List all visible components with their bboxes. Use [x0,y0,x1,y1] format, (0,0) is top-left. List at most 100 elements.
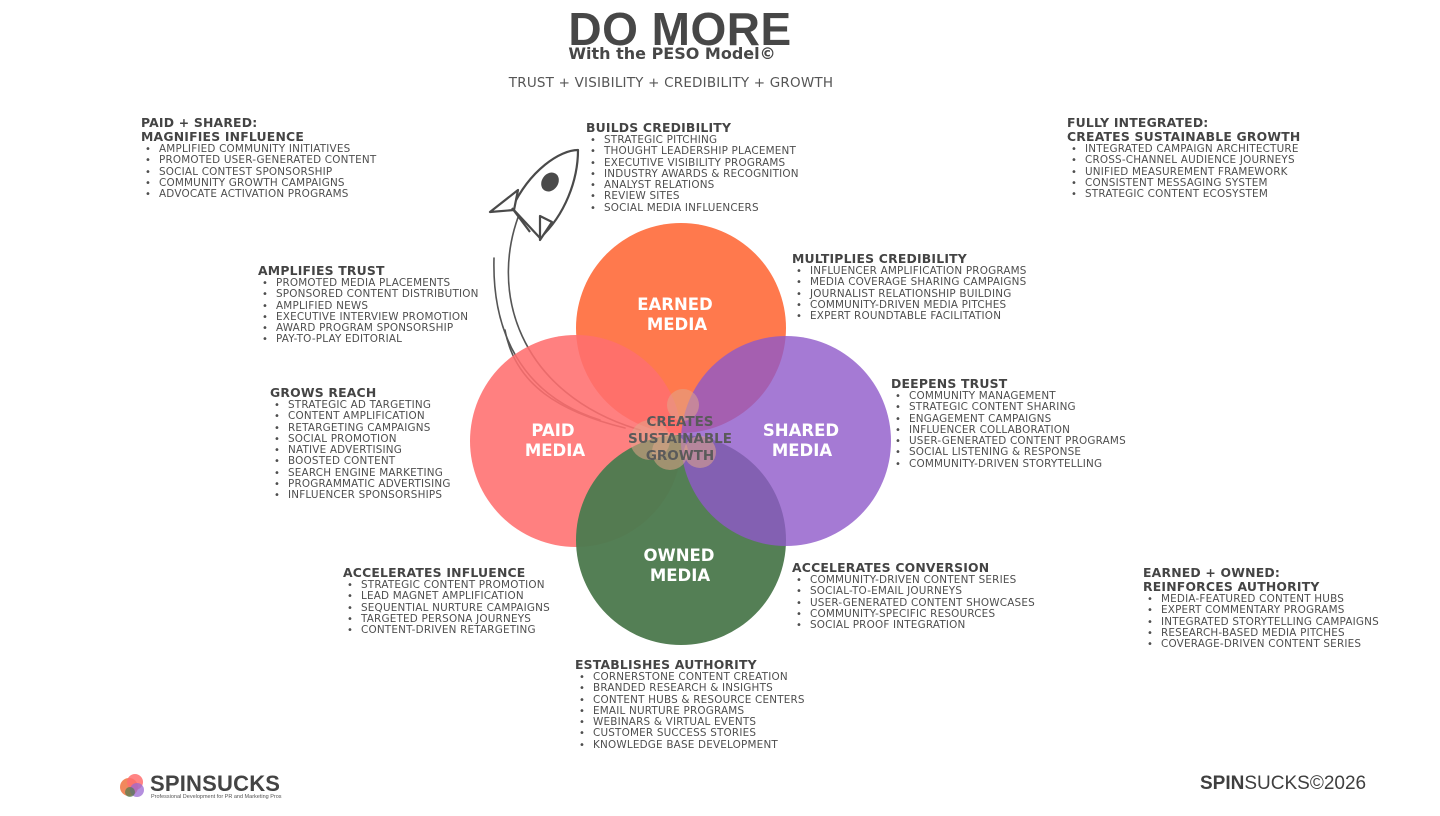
block-title: CREATES SUSTAINABLE GROWTH [1067,129,1301,144]
list-item: STRATEGIC CONTENT PROMOTION [347,579,550,591]
list-item: COMMUNITY MANAGEMENT [895,390,1126,402]
list-item: ENGAGEMENT CAMPAIGNS [895,413,1126,425]
owned-label-2: MEDIA [650,566,711,585]
list-item: TARGETED PERSONA JOURNEYS [347,613,550,625]
list-item: STRATEGIC CONTENT SHARING [895,401,1126,413]
rocket-icon [488,148,580,242]
block-list: COMMUNITY MANAGEMENTSTRATEGIC CONTENT SH… [891,390,1126,470]
block-title: GROWS REACH [270,385,377,400]
list-item: CONTENT AMPLIFICATION [274,410,451,422]
list-item: AWARD PROGRAM SPONSORSHIP [262,322,479,334]
block-title: BUILDS CREDIBILITY [586,120,732,135]
list-item: REVIEW SITES [590,191,799,203]
multiplies-credibility-block: MULTIPLIES CREDIBILITY INFLUENCER AMPLIF… [792,251,1027,323]
list-item: INFLUENCER SPONSORSHIPS [274,490,451,502]
list-item: CUSTOMER SUCCESS STORIES [579,728,805,740]
owned-label-1: OWNED [643,546,714,565]
block-title: ACCELERATES INFLUENCE [343,565,526,580]
accelerates-influence-block: ACCELERATES INFLUENCE STRATEGIC CONTENT … [343,565,550,637]
list-item: BOOSTED CONTENT [274,456,451,468]
builds-credibility-block: BUILDS CREDIBILITY STRATEGIC PITCHINGTHO… [586,120,799,215]
list-item: SOCIAL PROMOTION [274,433,451,445]
list-item: INTEGRATED CAMPAIGN ARCHITECTURE [1071,143,1301,155]
list-item: EXPERT ROUNDTABLE FACILITATION [796,310,1027,322]
list-item: SPONSORED CONTENT DISTRIBUTION [262,288,479,300]
list-item: NATIVE ADVERTISING [274,444,451,456]
block-title: ACCELERATES CONVERSION [792,560,990,575]
list-item: STRATEGIC PITCHING [590,134,799,146]
list-item: EXECUTIVE INTERVIEW PROMOTION [262,311,479,323]
list-item: STRATEGIC CONTENT ECOSYSTEM [1071,188,1301,200]
list-item: STRATEGIC AD TARGETING [274,399,451,411]
list-item: PROGRAMMATIC ADVERTISING [274,478,451,490]
list-item: COMMUNITY-DRIVEN MEDIA PITCHES [796,299,1027,311]
earned-label-1: EARNED [637,295,713,314]
logo-tagline: Professional Development for PR and Mark… [151,794,282,800]
list-item: AMPLIFIED NEWS [262,300,479,312]
list-item: USER-GENERATED CONTENT SHOWCASES [796,597,1035,609]
list-item: CONTENT-DRIVEN RETARGETING [347,624,550,636]
list-item: WEBINARS & VIRTUAL EVENTS [579,716,805,728]
list-item: LEAD MAGNET AMPLIFICATION [347,590,550,602]
list-item: KNOWLEDGE BASE DEVELOPMENT [579,739,805,751]
shared-media-circle [681,336,891,546]
copyright-notice: SPINSUCKS©2026 [1200,773,1366,795]
list-item: CORNERSTONE CONTENT CREATION [579,671,805,683]
logo-mark-icon [120,774,144,797]
list-item: SEQUENTIAL NURTURE CAMPAIGNS [347,602,550,614]
list-item: AMPLIFIED COMMUNITY INITIATIVES [145,143,376,155]
accelerates-conversion-block: ACCELERATES CONVERSION COMMUNITY-DRIVEN … [792,560,1035,632]
list-item: SOCIAL LISTENING & RESPONSE [895,447,1126,459]
list-item: EMAIL NURTURE PROGRAMS [579,705,805,717]
list-item: EXPERT COMMENTARY PROGRAMS [1147,604,1379,616]
block-list: STRATEGIC CONTENT PROMOTIONLEAD MAGNET A… [343,579,550,637]
block-title: ESTABLISHES AUTHORITY [575,657,757,672]
list-item: INFLUENCER AMPLIFICATION PROGRAMS [796,265,1027,277]
list-item: COMMUNITY-SPECIFIC RESOURCES [796,608,1035,620]
list-item: PROMOTED USER-GENERATED CONTENT [145,154,376,166]
center-label-3: GROWTH [646,448,714,464]
list-item: INDUSTRY AWARDS & RECOGNITION [590,168,799,180]
block-title: DEEPENS TRUST [891,376,1008,391]
list-item: COMMUNITY-DRIVEN CONTENT SERIES [796,574,1035,586]
list-item: JOURNALIST RELATIONSHIP BUILDING [796,288,1027,300]
paid-shared-block: PAID + SHARED: MAGNIFIES INFLUENCE AMPLI… [141,115,376,201]
list-item: ADVOCATE ACTIVATION PROGRAMS [145,188,376,200]
list-item: CONTENT HUBS & RESOURCE CENTERS [579,694,805,706]
copyright-rest: SUCKS©2026 [1244,773,1367,794]
block-list: AMPLIFIED COMMUNITY INITIATIVESPROMOTED … [141,143,376,201]
list-item: MEDIA-FEATURED CONTENT HUBS [1147,593,1379,605]
block-title: MAGNIFIES INFLUENCE [141,129,304,144]
establishes-authority-block: ESTABLISHES AUTHORITY CORNERSTONE CONTEN… [575,657,805,752]
list-item: RESEARCH-BASED MEDIA PITCHES [1147,627,1379,639]
earned-owned-block: EARNED + OWNED: REINFORCES AUTHORITY MED… [1143,565,1379,651]
list-item: SOCIAL MEDIA INFLUENCERS [590,202,799,214]
list-item: COMMUNITY-DRIVEN STORYTELLING [895,458,1126,470]
list-item: SEARCH ENGINE MARKETING [274,467,451,479]
shared-label-2: MEDIA [772,441,833,460]
logo-text: SPINSUCKS [150,771,281,796]
list-item: CONSISTENT MESSAGING SYSTEM [1071,177,1301,189]
list-item: CROSS-CHANNEL AUDIENCE JOURNEYS [1071,154,1301,166]
list-item: INTEGRATED STORYTELLING CAMPAIGNS [1147,616,1379,628]
list-item: ANALYST RELATIONS [590,179,799,191]
list-item: SOCIAL PROOF INTEGRATION [796,619,1035,631]
block-title: EARNED + OWNED: [1143,565,1280,580]
block-title: PAID + SHARED: [141,115,258,130]
page-subtitle: With the PESO Model© [568,44,776,63]
block-list: MEDIA-FEATURED CONTENT HUBSEXPERT COMMEN… [1143,593,1379,651]
shared-label-1: SHARED [763,421,839,440]
paid-label-1: PAID [531,421,574,440]
list-item: PAY-TO-PLAY EDITORIAL [262,334,479,346]
list-item: BRANDED RESEARCH & INSIGHTS [579,682,805,694]
fully-integrated-block: FULLY INTEGRATED: CREATES SUSTAINABLE GR… [1067,116,1301,201]
deepens-trust-block: DEEPENS TRUST COMMUNITY MANAGEMENTSTRATE… [891,376,1126,471]
block-list: STRATEGIC PITCHINGTHOUGHT LEADERSHIP PLA… [586,134,799,214]
block-title: MULTIPLIES CREDIBILITY [792,251,967,266]
block-title: AMPLIFIES TRUST [258,263,385,278]
list-item: COVERAGE-DRIVEN CONTENT SERIES [1147,638,1379,650]
earned-label-2: MEDIA [647,315,708,334]
block-list: COMMUNITY-DRIVEN CONTENT SERIESSOCIAL-TO… [792,574,1035,632]
block-list: CORNERSTONE CONTENT CREATIONBRANDED RESE… [575,671,805,751]
